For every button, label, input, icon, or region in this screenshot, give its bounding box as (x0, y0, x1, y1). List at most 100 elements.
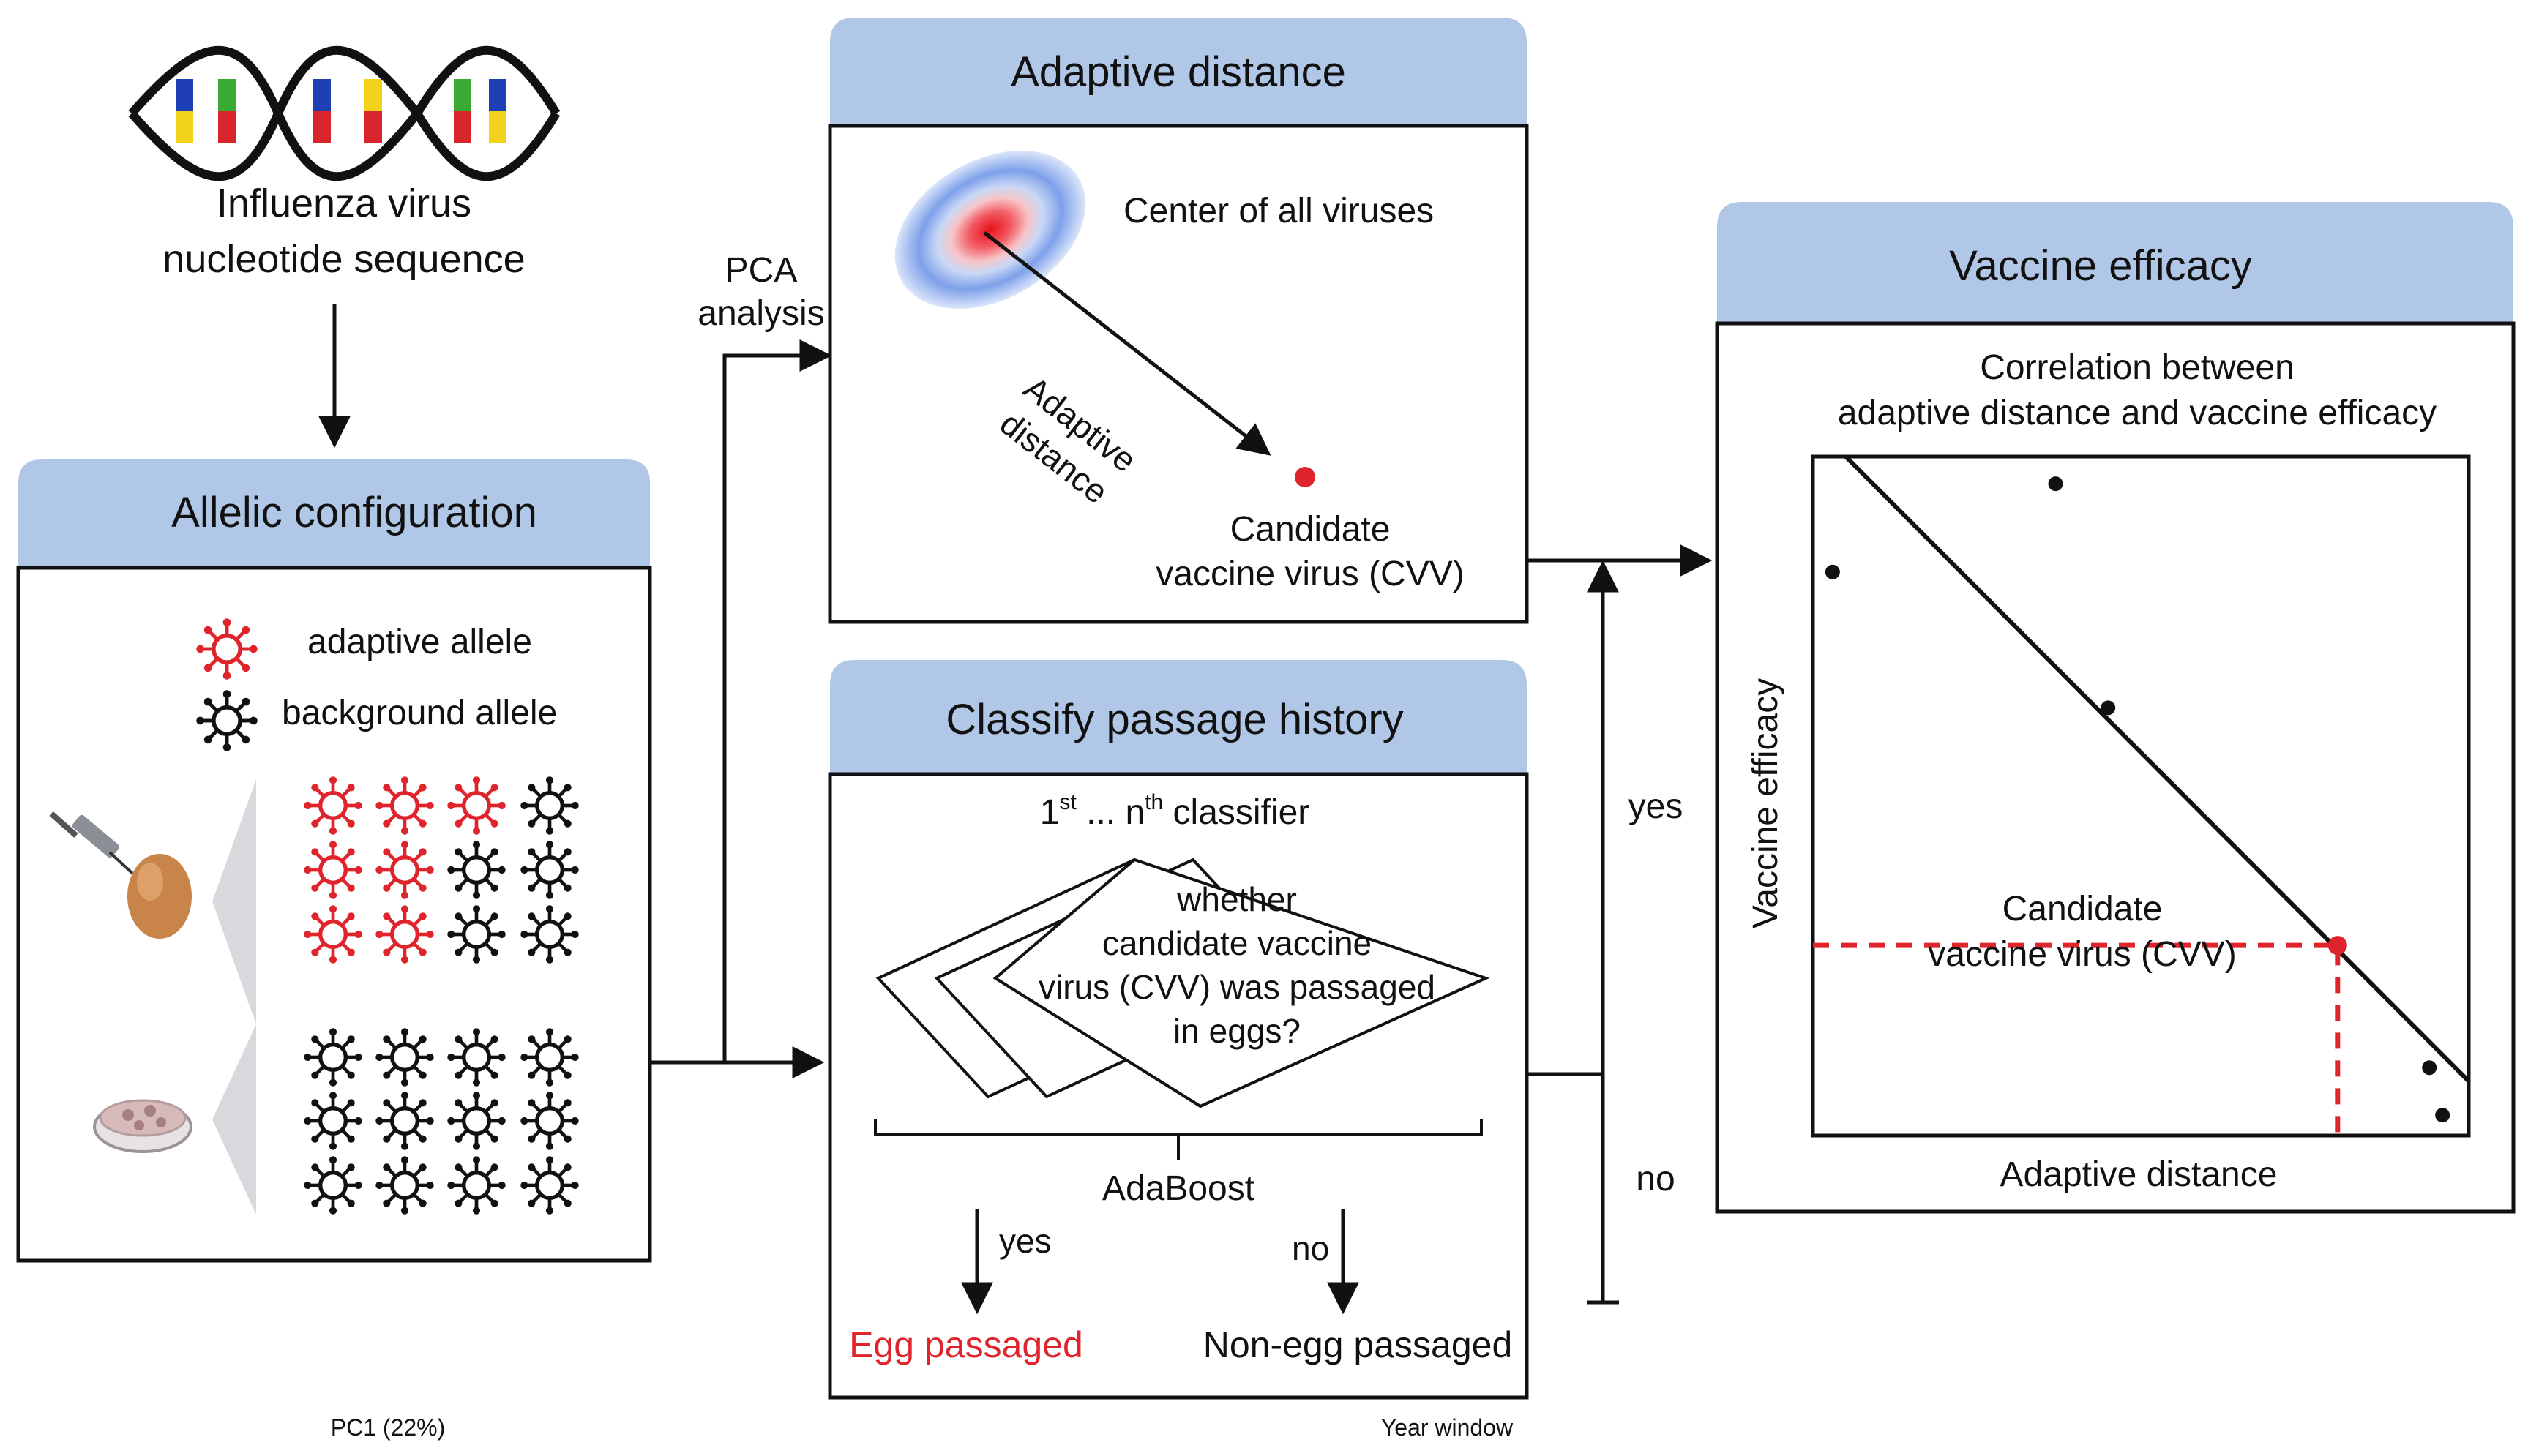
scatter-point (2435, 1108, 2450, 1123)
classifier-diamond-3 (992, 858, 1490, 1108)
nonegg-passaged-label: Non-egg passaged (1203, 1324, 1513, 1365)
adaptive-allele-virus (375, 776, 433, 834)
allelic-panel: Allelic configuration (16, 459, 652, 1263)
background-allele-virus (447, 841, 505, 898)
efficacy-title: Vaccine efficacy (1949, 242, 2252, 290)
classifier-question-line4: in eggs? (1173, 1012, 1301, 1050)
feedback-no-label: no (1636, 1160, 1675, 1198)
cell-culture-dish-icon (93, 1099, 192, 1153)
background-allele-virus (447, 1028, 505, 1086)
scatter-point (2048, 476, 2063, 492)
classifier-stack (875, 858, 1490, 1108)
background-allele-virus (520, 841, 578, 898)
classifier-title-mid: ... n (1077, 793, 1145, 832)
adaptive-allele-virus (304, 841, 362, 898)
plot-frame (1811, 454, 2471, 1138)
background-allele-virus (520, 1156, 578, 1214)
background-allele-virus (375, 1092, 433, 1149)
adaboost-label: AdaBoost (1102, 1169, 1254, 1208)
classifier-yes: yes (999, 1222, 1052, 1260)
background-allele-icon (196, 690, 257, 751)
cvv-guide-lines (1813, 942, 2341, 1136)
efficacy-body (1715, 321, 2516, 1214)
adaptive-allele-icon (196, 618, 257, 679)
efficacy-header (1717, 202, 2513, 323)
cvv-label-line2: vaccine virus (CVV) (1156, 555, 1464, 593)
adaptive-allele-virus (304, 905, 362, 963)
efficacy-subtitle-line2: adaptive distance and vaccine efficacy (1838, 394, 2437, 432)
adaptive-body (828, 124, 1529, 624)
feedback-yes-label: yes (1628, 787, 1683, 826)
background-allele-virus (447, 905, 505, 963)
passage-panel: Classify passage history (828, 660, 1529, 1400)
passage-body (828, 772, 1529, 1400)
background-allele-virus (375, 1156, 433, 1214)
bottom-right-label: Year window (1381, 1414, 1514, 1441)
classifier-title-post: classifier (1163, 793, 1309, 832)
background-allele-virus (375, 1028, 433, 1086)
adaptive-distance-label: Adaptive distance (993, 369, 1144, 511)
classifier-title-pre: 1 (1040, 793, 1060, 832)
virus-cloud-density (894, 150, 1086, 309)
scatter-point (2101, 700, 2116, 716)
adaptive-allele-virus (447, 776, 505, 834)
dna-caption-line2: nucleotide sequence (162, 237, 525, 281)
background-allele-virus (520, 1092, 578, 1149)
efficacy-panel: Vaccine efficacy (1715, 202, 2516, 1214)
dna-helix-icon (128, 45, 561, 181)
classifier-title-sup1: st (1059, 790, 1077, 814)
legend-background: background allele (282, 694, 557, 732)
background-allele-virus (520, 905, 578, 963)
plot-y-label: Vaccine efficacy (1746, 678, 1785, 928)
egg-bracket (212, 779, 256, 1024)
center-label: Center of all viruses (1123, 192, 1434, 230)
adaptive-allele-virus (375, 905, 433, 963)
allelic-body (16, 566, 652, 1263)
background-allele-virus (304, 1028, 362, 1086)
pca-label-line2: analysis (698, 294, 824, 333)
allelic-header (18, 459, 650, 568)
scatter-point (1825, 564, 1840, 579)
background-allele-virus (447, 1092, 505, 1149)
classifier-title: 1st ... nth classifier (1040, 790, 1310, 832)
allelic-title: Allelic configuration (171, 489, 537, 536)
regression-line (1844, 454, 2471, 1083)
cvv-label-line1: Candidate (1230, 510, 1391, 549)
background-allele-virus (520, 1028, 578, 1086)
plot-x-label: Adaptive distance (2000, 1155, 2278, 1194)
efficacy-subtitle-line1: Correlation between (1980, 348, 2295, 387)
egg-injection-icon (49, 811, 192, 939)
background-allele-virus (447, 1156, 505, 1214)
adaptive-panel: Adaptive distance (828, 18, 1529, 624)
classifier-question-line1: whether (1176, 880, 1297, 918)
cvv-point (1295, 467, 1315, 487)
plot-layer (1813, 454, 2471, 1136)
adaboost-brace (874, 1119, 1483, 1160)
classifier-title-sup2: th (1145, 790, 1163, 814)
adaptive-distance-arrow (983, 231, 1271, 456)
classifier-question-line3: virus (CVV) was passaged (1039, 968, 1435, 1006)
cell-virus-grid (304, 1028, 578, 1214)
pca-label-line1: PCA (725, 251, 798, 290)
plot-cvv-label-line2: vaccine virus (CVV) (1928, 935, 2236, 974)
adaptive-allele-virus (375, 841, 433, 898)
background-allele-virus (304, 1092, 362, 1149)
egg-passaged-label: Egg passaged (849, 1324, 1083, 1365)
background-allele-virus (304, 1156, 362, 1214)
scatter-point (2422, 1060, 2437, 1076)
classifier-question-line2: candidate vaccine (1102, 924, 1372, 962)
adaptive-title: Adaptive distance (1011, 48, 1346, 96)
passage-title: Classify passage history (946, 696, 1403, 743)
background-allele-virus (520, 776, 578, 834)
plot-cvv-label-line1: Candidate (2002, 890, 2163, 928)
legend-adaptive: adaptive allele (307, 623, 532, 661)
classifier-no: no (1292, 1229, 1329, 1267)
cvv-highlight-point (2327, 936, 2347, 956)
adaptive-allele-virus (304, 776, 362, 834)
dna-caption-line1: Influenza virus (217, 181, 471, 225)
arrow-allelic-to-adaptive (722, 339, 832, 1062)
egg-virus-grid (304, 776, 578, 963)
cell-bracket (212, 1024, 256, 1215)
adaptive-header (830, 18, 1527, 126)
